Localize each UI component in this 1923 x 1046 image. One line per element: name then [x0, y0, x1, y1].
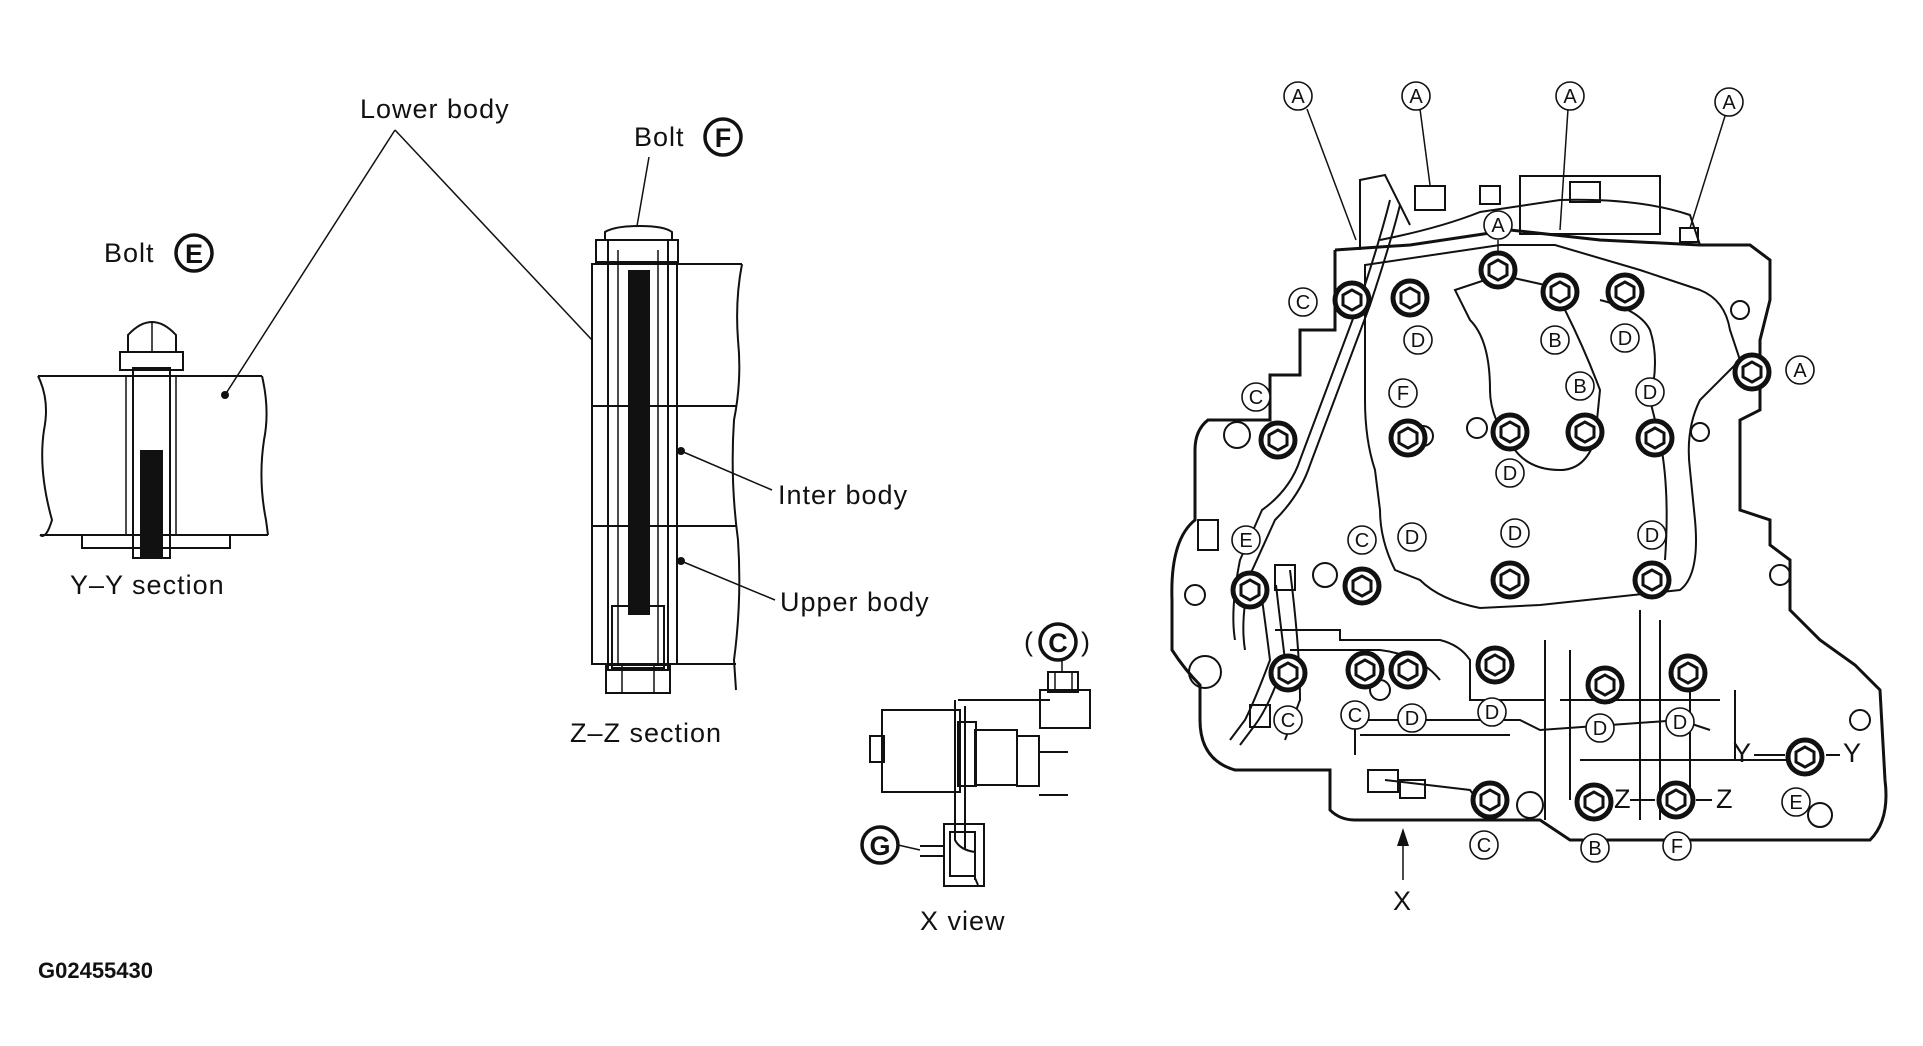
- callout-b: B: [1565, 371, 1595, 401]
- callout-c: C: [1273, 705, 1303, 735]
- svg-text:A: A: [1793, 360, 1807, 382]
- callout-c: C: [1347, 525, 1377, 555]
- callout-e: E: [1781, 787, 1811, 817]
- callout-d: D: [1637, 520, 1667, 550]
- callout-c: C: [1241, 382, 1271, 412]
- svg-text:F: F: [1397, 383, 1409, 405]
- section-mark-yy: Y Y: [1733, 738, 1862, 768]
- svg-text:D: D: [1643, 382, 1657, 404]
- svg-text:D: D: [1508, 523, 1522, 545]
- valve-body-drawing: [1170, 173, 1888, 842]
- inter-body-label: Inter body: [778, 480, 908, 510]
- svg-text:E: E: [1789, 792, 1802, 814]
- yy-section-caption: Y–Y section: [70, 570, 225, 600]
- svg-text:A: A: [1563, 86, 1577, 108]
- callout-d: D: [1403, 325, 1433, 355]
- figure-code: G02455430: [38, 958, 153, 983]
- svg-text:C: C: [1355, 530, 1369, 552]
- svg-text:A: A: [1491, 215, 1505, 237]
- callout-a: A: [1283, 81, 1313, 111]
- svg-text:D: D: [1593, 718, 1607, 740]
- callout-e: E: [1231, 525, 1261, 555]
- svg-text:C: C: [1348, 705, 1362, 727]
- svg-text:C: C: [1048, 628, 1068, 658]
- bolt-f-label: Bolt: [634, 122, 685, 152]
- lower-body-label: Lower body: [360, 94, 510, 124]
- svg-text:Z: Z: [1716, 784, 1734, 814]
- svg-text:D: D: [1405, 527, 1419, 549]
- svg-text:(: (: [1024, 627, 1034, 657]
- svg-text:D: D: [1618, 328, 1632, 350]
- svg-text:D: D: [1503, 463, 1517, 485]
- svg-text:F: F: [1671, 836, 1683, 858]
- callout-b: B: [1540, 325, 1570, 355]
- callout-d: D: [1397, 522, 1427, 552]
- x-view-arrow: X: [1393, 828, 1412, 916]
- callout-d: D: [1495, 458, 1525, 488]
- svg-text:E: E: [1239, 530, 1252, 552]
- svg-text:F: F: [715, 123, 732, 153]
- svg-text:C: C: [1477, 835, 1491, 857]
- upper-body-label: Upper body: [780, 587, 930, 617]
- callout-f: F: [1662, 831, 1692, 861]
- x-view-drawing: [869, 671, 1091, 887]
- svg-text:B: B: [1588, 838, 1601, 860]
- valve-body-bolts: [1230, 250, 1825, 822]
- callout-d: D: [1397, 703, 1427, 733]
- svg-text:): ): [1081, 627, 1091, 657]
- bolt-e-code: E: [174, 233, 214, 273]
- callout-a: A: [1483, 210, 1513, 240]
- zz-section-drawing: [591, 224, 743, 694]
- svg-text:D: D: [1485, 702, 1499, 724]
- bolt-f-code: F: [703, 117, 743, 157]
- svg-text:Y: Y: [1733, 738, 1752, 768]
- callout-d: D: [1665, 707, 1695, 737]
- callout-d: D: [1500, 518, 1530, 548]
- bolt-c-code: ( C ): [1024, 622, 1091, 662]
- svg-text:D: D: [1405, 708, 1419, 730]
- bolt-e-label: Bolt: [104, 238, 155, 268]
- callout-a: A: [1555, 81, 1585, 111]
- svg-text:E: E: [185, 239, 203, 269]
- valve-body-callouts: A A A A A A C C C C C C D D D D D D D D …: [1231, 81, 1815, 863]
- svg-text:C: C: [1249, 387, 1263, 409]
- x-view-caption: X view: [920, 906, 1006, 936]
- svg-text:D: D: [1645, 525, 1659, 547]
- svg-text:Z: Z: [1614, 784, 1632, 814]
- svg-text:G: G: [869, 831, 890, 861]
- svg-text:C: C: [1281, 710, 1295, 732]
- svg-text:B: B: [1573, 376, 1586, 398]
- callout-c: C: [1340, 700, 1370, 730]
- callout-c: C: [1469, 830, 1499, 860]
- callout-a: A: [1401, 81, 1431, 111]
- svg-text:A: A: [1291, 86, 1305, 108]
- callout-c: C: [1288, 287, 1318, 317]
- svg-text:Y: Y: [1843, 738, 1862, 768]
- callout-b: B: [1580, 833, 1610, 863]
- yy-section-drawing: [37, 320, 269, 559]
- svg-text:C: C: [1296, 292, 1310, 314]
- svg-text:X: X: [1393, 886, 1412, 916]
- callout-d: D: [1635, 377, 1665, 407]
- svg-text:D: D: [1411, 330, 1425, 352]
- callout-d: D: [1477, 697, 1507, 727]
- section-mark-zz: Z Z: [1614, 784, 1734, 814]
- zz-section-caption: Z–Z section: [570, 718, 722, 748]
- bolt-g-code: G: [860, 825, 900, 865]
- svg-text:A: A: [1409, 86, 1423, 108]
- callout-d: D: [1585, 713, 1615, 743]
- svg-text:A: A: [1722, 92, 1736, 114]
- svg-text:B: B: [1548, 330, 1561, 352]
- callout-a: A: [1714, 87, 1744, 117]
- callout-f: F: [1388, 378, 1418, 408]
- callout-d: D: [1610, 323, 1640, 353]
- svg-text:D: D: [1673, 712, 1687, 734]
- callout-a: A: [1785, 355, 1815, 385]
